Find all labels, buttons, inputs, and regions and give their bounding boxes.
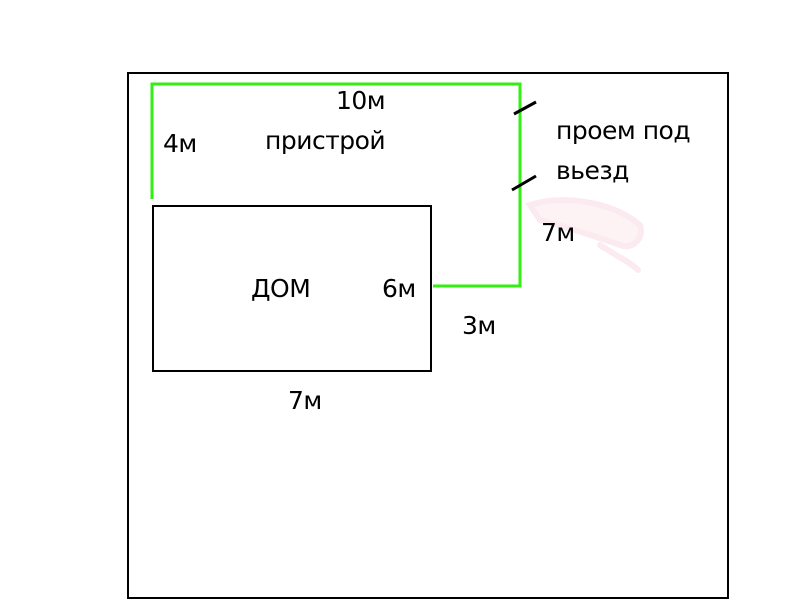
plot-boundary bbox=[127, 72, 729, 599]
extension-width-label: 10м bbox=[336, 86, 386, 115]
house-name-label: ДОМ bbox=[251, 274, 311, 303]
right-side-label: 7м bbox=[541, 218, 575, 247]
opening-marker-bottom bbox=[511, 174, 537, 192]
extension-depth-label: 4м bbox=[163, 129, 197, 158]
opening-label-line2: вьезд bbox=[556, 156, 629, 185]
house-depth-label: 6м bbox=[382, 274, 416, 303]
pink-smudge bbox=[525, 197, 644, 273]
extension-name-label: пристрой bbox=[265, 126, 386, 155]
extension-outline bbox=[150, 82, 522, 288]
offset-label: 3м bbox=[462, 311, 496, 340]
house-rect bbox=[152, 205, 432, 372]
opening-label-line1: проем под bbox=[556, 116, 691, 145]
house-width-label: 7м bbox=[288, 386, 322, 415]
opening-marker-top bbox=[513, 100, 537, 116]
